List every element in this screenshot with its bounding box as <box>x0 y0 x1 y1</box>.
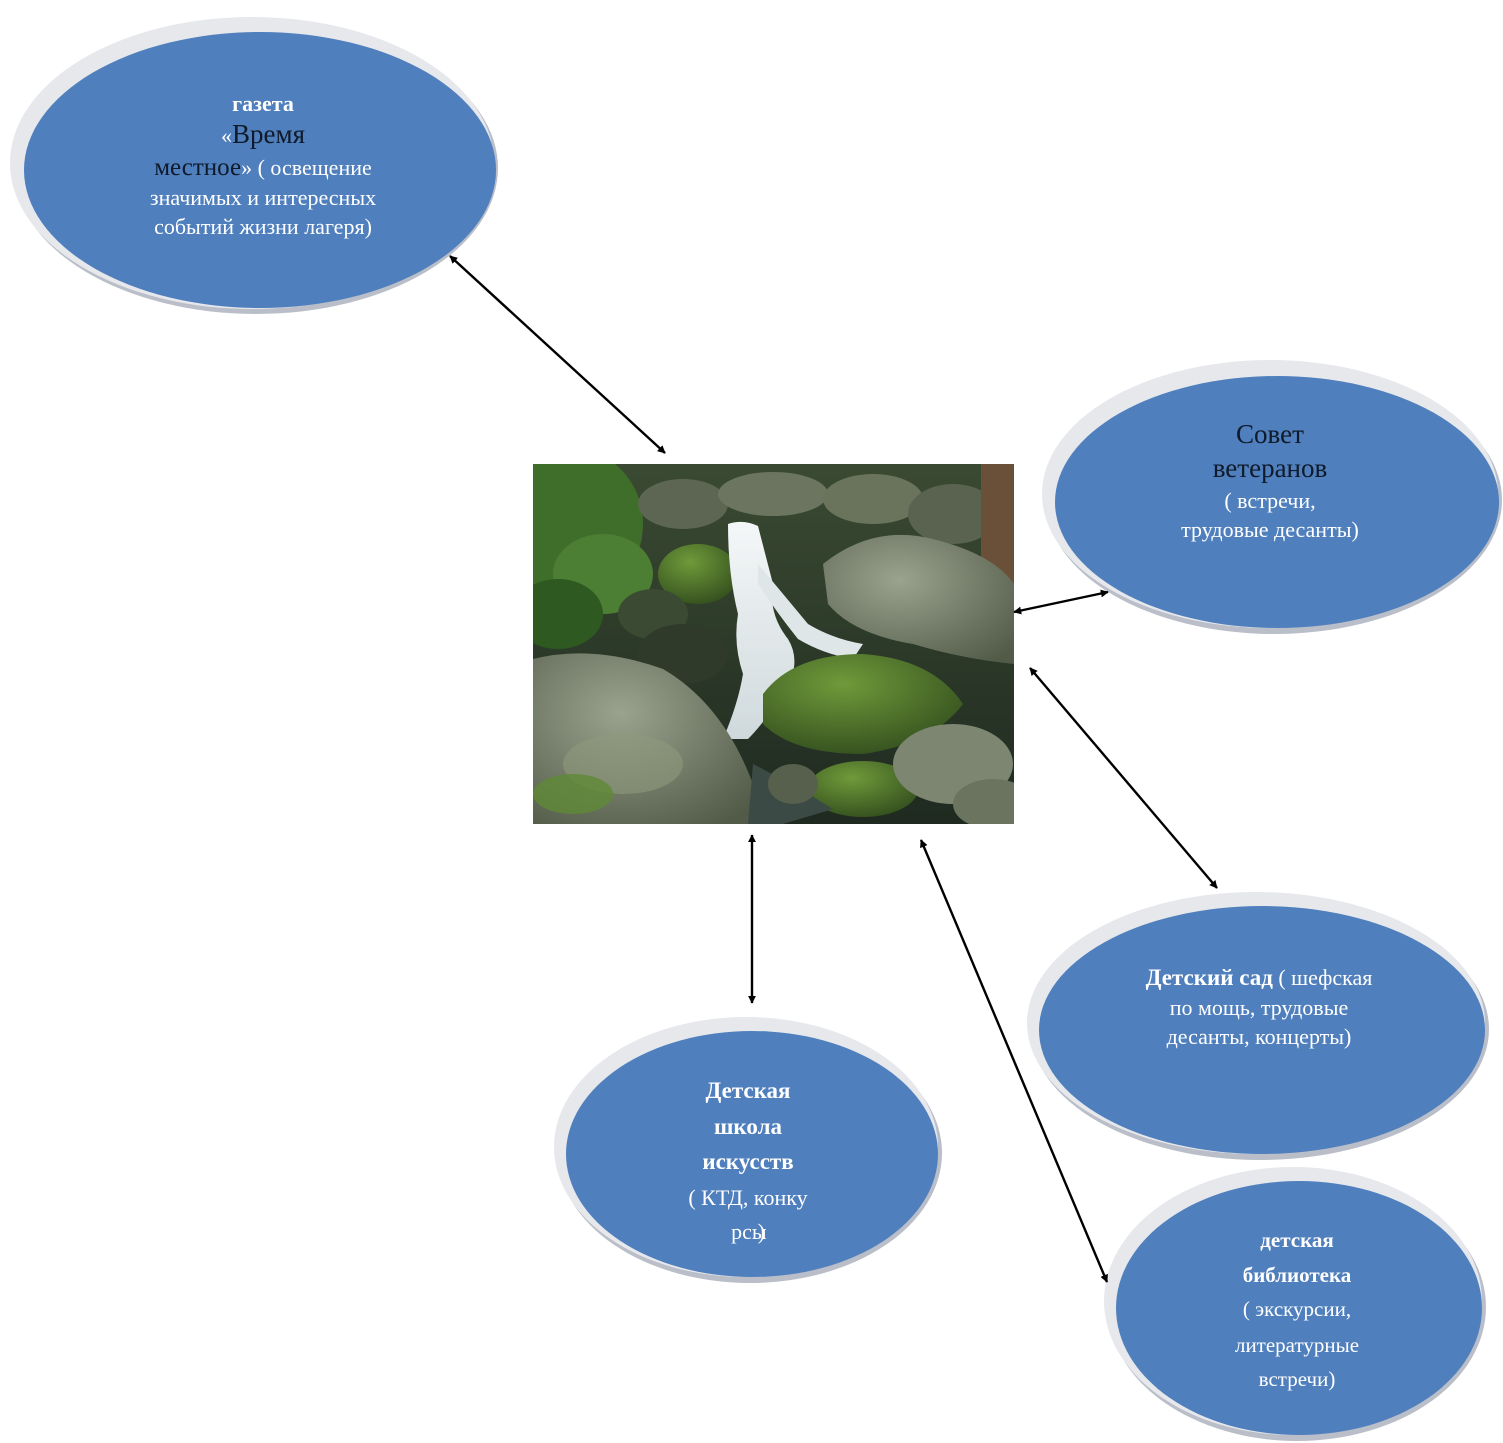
biblioteka-desc-2: литературные <box>1234 1332 1360 1357</box>
ellipse-gazeta <box>10 17 498 314</box>
detsad-desc-2: по мощь, трудовые <box>1169 995 1349 1021</box>
ellipse-biblioteka <box>1104 1167 1486 1441</box>
biblioteka-text: детская библиотека ( экскурсии, литерату… <box>1182 1223 1412 1403</box>
arrow-gazeta <box>449 255 666 454</box>
waterfall-image <box>533 464 1014 824</box>
gazeta-name-1: Время <box>232 118 305 149</box>
arrow-detsad <box>1029 667 1218 889</box>
sovet-text: Совет ветеранов ( встречи, трудовые деса… <box>1120 406 1420 556</box>
node-gazeta: газета «Время местное» ( освещение значи… <box>8 10 498 315</box>
sovet-title-2: ветеранов <box>1212 452 1328 483</box>
biblioteka-desc-3: встречи) <box>1258 1366 1336 1391</box>
ellipse-detsad <box>1027 892 1489 1160</box>
arrow-sovet <box>1013 589 1109 615</box>
node-sovet: Совет ветеранов ( встречи, трудовые деса… <box>1040 356 1503 636</box>
ellipse-shkola <box>554 1017 942 1283</box>
shkola-desc-1: ( КТД, конку <box>688 1184 808 1210</box>
sovet-title-1: Совет <box>1236 419 1304 450</box>
shkola-text: Детская школа искусств ( КТД, конку рсы) <box>648 1073 848 1283</box>
node-biblioteka: детская библиотека ( экскурсии, литерату… <box>1102 1163 1487 1443</box>
gazeta-text: газета «Время местное» ( освещение значи… <box>68 65 458 265</box>
biblioteka-title-2: библиотека <box>1242 1262 1352 1287</box>
sovet-desc-1: ( встречи, <box>1224 487 1316 513</box>
biblioteka-desc-1: ( экскурсии, <box>1242 1297 1352 1322</box>
gazeta-desc-1: ( освещение <box>252 154 372 180</box>
gazeta-quote-close: » <box>241 154 253 180</box>
arrow-biblioteka <box>919 839 1109 1283</box>
gazeta-desc-2: значимых и интересных <box>149 184 377 210</box>
biblioteka-title-1: детская <box>1260 1228 1334 1252</box>
detsad-desc-3: десанты, концерты) <box>1166 1024 1352 1050</box>
shkola-title-1: Детская <box>705 1078 791 1103</box>
detsad-text: Детский сад ( шефская по мощь, трудовые … <box>1094 947 1424 1067</box>
shkola-desc-2: рсы <box>731 1219 767 1245</box>
gazeta-quote-open: « <box>221 122 232 148</box>
shkola-desc-close: ) <box>757 1219 765 1245</box>
gazeta-name-2: местное <box>154 153 242 181</box>
gazeta-title: газета <box>232 90 294 116</box>
node-shkola: Детская школа искусств ( КТД, конку рсы) <box>552 1013 944 1286</box>
gazeta-desc-3: событий жизни лагеря) <box>154 214 372 240</box>
ellipse-sovet <box>1042 360 1502 634</box>
detsad-title: Детский сад <box>1145 964 1273 990</box>
detsad-desc-1: ( шефская <box>1272 964 1373 990</box>
shkola-title-3: искусств <box>702 1149 794 1175</box>
shkola-title-2: школа <box>714 1113 782 1139</box>
sovet-desc-2: трудовые десанты) <box>1181 516 1359 542</box>
node-detsad: Детский сад ( шефская по мощь, трудовые … <box>1024 887 1490 1162</box>
